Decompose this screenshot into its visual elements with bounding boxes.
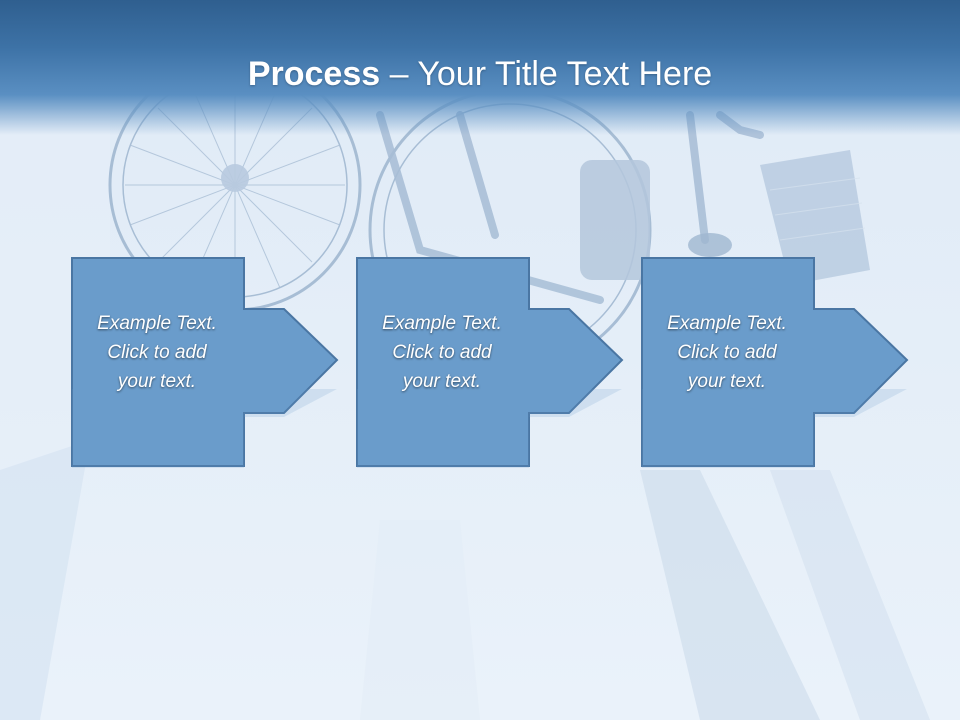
title-bold-text: Process: [247, 55, 381, 93]
step-text-line: your text.: [117, 371, 197, 392]
slide-title[interactable]: Process – Your Title Text Here: [0, 52, 960, 96]
arrow-box-reflection: [642, 389, 907, 468]
step-text-line: Click to add: [107, 342, 207, 363]
step-text-line: Example Text.: [97, 313, 217, 334]
arrow-box-reflection: [72, 389, 337, 468]
step-text-line: Example Text.: [667, 313, 787, 334]
arrow-box-shape: [71, 257, 339, 467]
step-text[interactable]: Example Text. Click to add your text.: [647, 309, 807, 396]
step-text-line: Click to add: [392, 342, 492, 363]
process-step-2[interactable]: Example Text. Click to add your text.: [356, 257, 626, 468]
arrow-box-reflection: [357, 389, 622, 468]
step-text-line: your text.: [687, 371, 767, 392]
step-text-line: Example Text.: [382, 313, 502, 334]
arrow-box-shape: [356, 257, 624, 467]
arrow-box-shape: [641, 257, 909, 467]
title-rest-text: – Your Title Text Here: [380, 55, 713, 93]
title-band: [0, 0, 960, 135]
process-step-3[interactable]: Example Text. Click to add your text.: [641, 257, 911, 468]
step-text-line: Click to add: [677, 342, 777, 363]
step-text[interactable]: Example Text. Click to add your text.: [362, 309, 522, 396]
process-step-1[interactable]: Example Text. Click to add your text.: [71, 257, 341, 468]
step-text-line: your text.: [402, 371, 482, 392]
step-text[interactable]: Example Text. Click to add your text.: [77, 309, 237, 396]
